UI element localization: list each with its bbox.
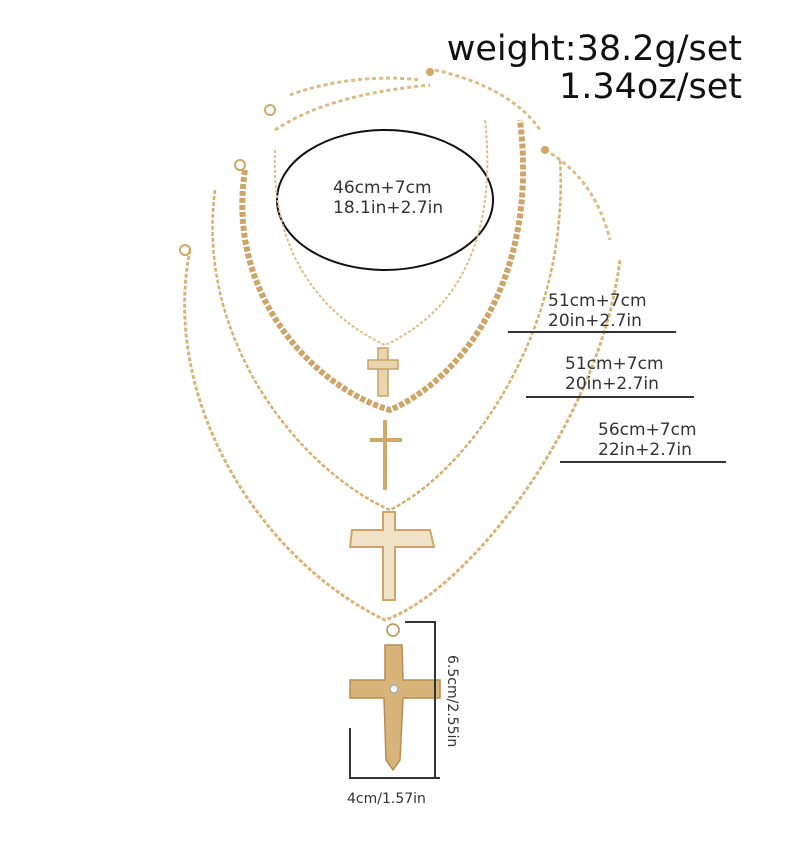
- weight-label: weight:38.2g/set 1.34oz/set: [447, 30, 742, 106]
- length-label-2: 51cm+7cm 20in+2.7in: [548, 291, 647, 331]
- weight-ounces: 1.34oz/set: [559, 67, 742, 107]
- chain-strand-2: [239, 119, 527, 414]
- cross-pendant-1: [367, 347, 399, 397]
- length-label-3: 51cm+7cm 20in+2.7in: [565, 354, 664, 394]
- width-dimension-line: [349, 728, 440, 779]
- height-dimension-line: [405, 621, 436, 779]
- length-circle: [276, 129, 494, 271]
- length-label-1: 46cm+7cm 18.1in+2.7in: [333, 178, 444, 218]
- length-underline-2: [508, 331, 676, 333]
- pendant-width-label: 4cm/1.57in: [347, 791, 426, 807]
- chain-strand-4: [183, 249, 622, 622]
- cross-pendant-3: [348, 511, 436, 601]
- length-underline-3: [526, 396, 694, 398]
- chain-strand-1: [273, 119, 489, 347]
- weight-grams: weight:38.2g/set: [446, 29, 742, 69]
- length-label-4: 56cm+7cm 22in+2.7in: [598, 420, 697, 460]
- cross-pendant-2: [370, 420, 402, 490]
- length-underline-4: [560, 461, 726, 463]
- chain-strand-3: [211, 159, 562, 512]
- cross-pendant-4: [349, 623, 441, 772]
- pendant-height-label: 6.5cm/2.55in: [444, 655, 460, 748]
